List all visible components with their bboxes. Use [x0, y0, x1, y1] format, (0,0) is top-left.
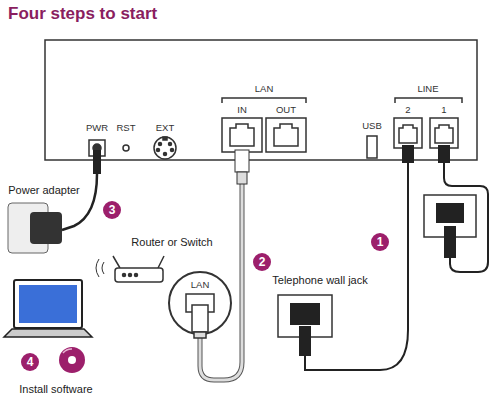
callout-number: 2: [253, 253, 271, 271]
port-number: 2: [405, 105, 410, 115]
lan-bracket: [222, 98, 306, 103]
wall-jack-socket: [290, 303, 320, 325]
part-label: Router or Switch: [131, 236, 212, 248]
router-lan-boot: [194, 332, 206, 338]
title: Four steps to start: [8, 5, 157, 24]
device-housing: [45, 40, 477, 160]
port-label: IN: [237, 105, 247, 115]
ext-pin: [171, 149, 174, 152]
usb-port: [367, 136, 377, 158]
line1-plug: [438, 145, 450, 163]
part-label: Power adapter: [8, 184, 80, 196]
disc-shine: [63, 349, 72, 353]
power-plug: [93, 150, 101, 174]
router-lan-plug: [192, 305, 208, 332]
part-label: Install software: [19, 383, 92, 395]
line1-port: [430, 118, 458, 148]
magnifier-circle: [169, 272, 231, 334]
wifi-waves: [96, 259, 104, 277]
ext-pin: [157, 149, 160, 152]
line-bracket: [395, 98, 462, 103]
laptop-screen: [14, 280, 82, 328]
router: [96, 256, 231, 338]
lan-plug-boot: [237, 172, 247, 184]
router-body: [115, 268, 163, 282]
line1-opening: [435, 125, 453, 143]
callout-number: 3: [103, 201, 121, 219]
power-cable: [8, 150, 101, 253]
line2-wire: [305, 163, 408, 370]
lan-in-opening: [230, 124, 254, 146]
lan-in-port: [222, 118, 262, 152]
laptop-base: [4, 329, 92, 337]
router-led: [129, 274, 132, 277]
power-adapter: [30, 212, 62, 244]
router-led: [123, 274, 126, 277]
wall-jack-plug: [444, 226, 456, 258]
port-number: 1: [441, 105, 446, 115]
callout-number: 1: [371, 233, 389, 251]
ext-key: [163, 137, 167, 140]
wall-jack-socket: [436, 203, 464, 223]
lan-plug: [235, 150, 249, 172]
router-antenna: [113, 256, 164, 268]
ext-pin: [159, 143, 162, 146]
ext-port: [154, 137, 176, 159]
disc-hole: [68, 356, 76, 364]
line2-plug: [402, 145, 414, 163]
port-label: OUT: [276, 105, 296, 115]
lan-out-port: [266, 118, 306, 152]
part-label: Telephone wall jack: [272, 274, 367, 286]
power-wire: [62, 174, 97, 230]
computer: [4, 280, 92, 373]
router-led: [135, 274, 138, 277]
wall-jack-plug: [299, 326, 311, 356]
laptop-display: [19, 285, 77, 323]
port-group-label: LINE: [417, 84, 438, 94]
callout-number: 4: [21, 353, 39, 371]
software-disc: [59, 347, 85, 373]
line2-port: [394, 118, 422, 148]
device: [45, 40, 477, 160]
ext-pin: [169, 143, 172, 146]
port-label: PWR: [86, 123, 108, 133]
port-group-label: LAN: [255, 84, 273, 94]
phone-cables: [278, 145, 488, 370]
line2-opening: [399, 125, 417, 143]
lan-cable: [200, 150, 249, 380]
port-label: LAN: [191, 280, 209, 290]
port-label: USB: [362, 121, 382, 131]
lan-out-opening: [274, 124, 298, 146]
reset-button: [123, 145, 129, 151]
port-label: EXT: [156, 123, 174, 133]
port-label: RST: [117, 123, 136, 133]
ext-pin: [164, 153, 167, 156]
